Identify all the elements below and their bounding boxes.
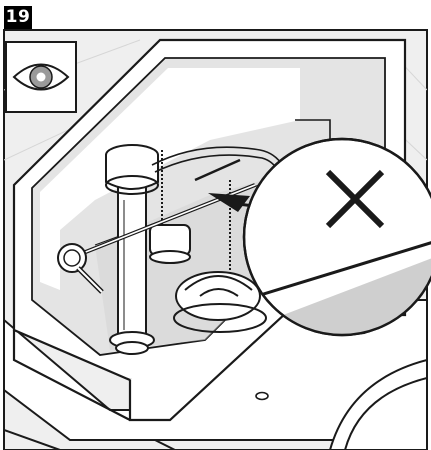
eye-icon [12,63,70,91]
flapper [173,271,267,333]
float-cup [149,224,191,264]
chain-and-rod [161,150,231,290]
x-mark-icon [325,169,385,229]
view-icon-box [5,41,77,113]
zoom-detail-circle [242,137,431,337]
step-number-badge: 19 [4,6,32,29]
fill-valve [105,144,159,355]
